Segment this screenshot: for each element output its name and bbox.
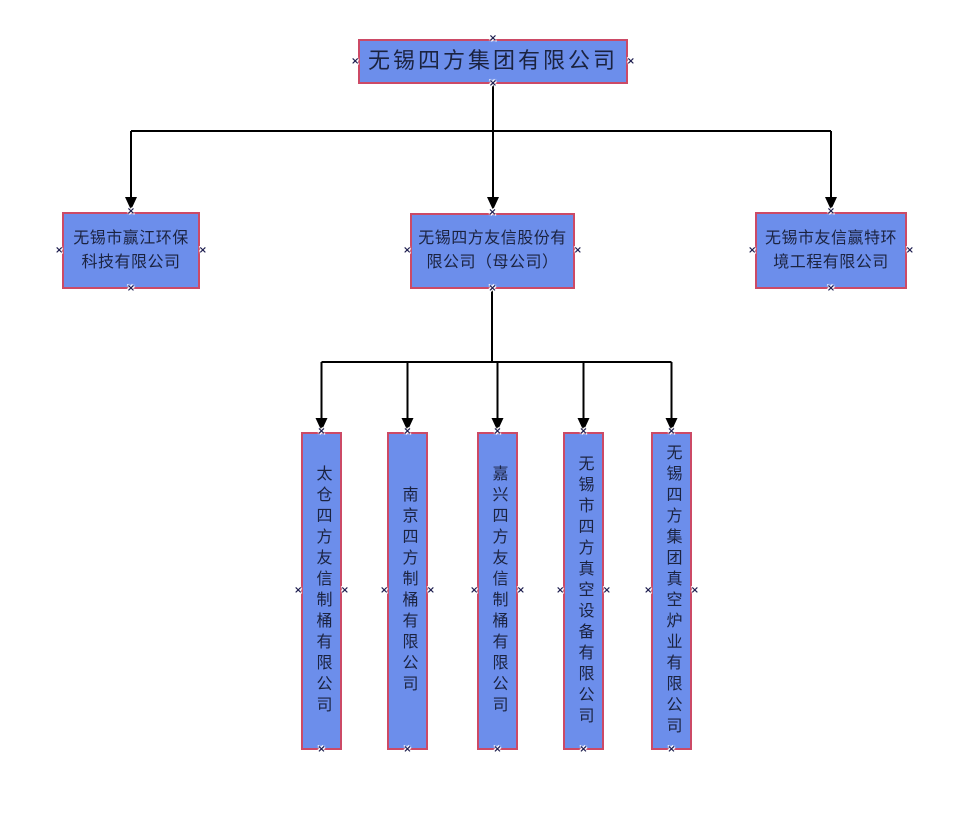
arrowhead-sub1 — [315, 418, 328, 431]
glue-handle-r-icon: × — [426, 585, 435, 596]
org-box-nanjing-drum-label: 南京四方制桶有限公司 — [399, 486, 417, 696]
glue-handle-r-icon: × — [690, 585, 699, 596]
glue-handle-l-icon: × — [556, 585, 565, 596]
glue-handle-r-icon: × — [516, 585, 525, 596]
glue-handle-b-icon: × — [826, 283, 836, 294]
glue-handle-t-icon: × — [667, 426, 676, 437]
glue-handle-t-icon: × — [826, 206, 836, 217]
connector-level2-lines — [320, 289, 673, 419]
glue-handle-l-icon: × — [55, 244, 64, 256]
org-box-yingjiang-environmental[interactable]: 无锡市赢江环保 科技有限公司 × × × × — [55, 207, 207, 294]
glue-handle-l-icon: × — [748, 244, 757, 256]
glue-handle-b-icon: × — [493, 744, 502, 755]
glue-handle-t-icon: × — [317, 426, 326, 437]
glue-handle-t-icon: × — [403, 426, 412, 437]
glue-handle-r-icon: × — [602, 585, 611, 596]
glue-handle-l-icon: × — [294, 585, 303, 596]
connector-level1-lines — [130, 84, 832, 198]
glue-handle-b-icon: × — [317, 744, 326, 755]
arrowhead-right — [825, 197, 837, 210]
arrowhead-center — [487, 197, 499, 210]
org-box-sifang-youxin-parent-company[interactable]: 无锡四方友信股份有 限公司（母公司） × × × × — [403, 208, 582, 294]
glue-handle-l-icon: × — [470, 585, 479, 596]
glue-handle-b-icon: × — [126, 283, 136, 294]
glue-handle-l-icon: × — [644, 585, 653, 596]
org-box-taicang-drum[interactable]: 太仓四方友信制桶有限公司 × × × × — [294, 427, 349, 755]
org-box-nanjing-drum[interactable]: 南京四方制桶有限公司 × × × × — [380, 427, 435, 755]
org-box-youxin-yingte-engineering-label: 无锡市友信赢特环 境工程有限公司 — [764, 229, 897, 271]
glue-handle-b-icon: × — [488, 283, 497, 294]
org-box-vacuum-furnace-label: 无锡四方集团真空炉业有限公司 — [663, 444, 681, 738]
glue-handle-b-icon: × — [403, 744, 412, 755]
arrowhead-left — [125, 197, 137, 210]
org-box-vacuum-furnace[interactable]: 无锡四方集团真空炉业有限公司 × × × × — [644, 427, 699, 755]
glue-handle-b-icon: × — [667, 744, 676, 755]
org-box-yingjiang-environmental-label: 无锡市赢江环保 科技有限公司 — [73, 229, 189, 271]
glue-handle-r-icon: × — [340, 585, 349, 596]
glue-handle-t-icon: × — [579, 426, 588, 437]
org-box-jiaxing-drum-label: 嘉兴四方友信制桶有限公司 — [489, 465, 507, 717]
glue-handle-l-icon: × — [351, 55, 360, 67]
org-box-vacuum-equipment-label: 无锡市四方真空设备有限公司 — [575, 454, 593, 728]
org-box-taicang-drum-label: 太仓四方友信制桶有限公司 — [313, 465, 331, 717]
org-box-youxin-yingte-engineering[interactable]: 无锡市友信赢特环 境工程有限公司 × × × × — [748, 207, 914, 294]
glue-handle-b-icon: × — [579, 744, 588, 755]
glue-handle-b-icon: × — [488, 78, 498, 89]
org-box-sifang-youxin-parent-company-label: 无锡四方友信股份有 限公司（母公司） — [418, 230, 567, 271]
org-box-group-parent-label: 无锡四方集团有限公司 — [367, 48, 618, 74]
glue-handle-l-icon: × — [380, 585, 389, 596]
arrowhead-sub4 — [577, 418, 590, 431]
arrowhead-sub5 — [665, 418, 678, 431]
glue-handle-r-icon: × — [905, 244, 914, 256]
glue-handle-t-icon: × — [488, 207, 497, 218]
org-box-group-parent[interactable]: 无锡四方集团有限公司 × × × × — [351, 34, 635, 89]
glue-handle-t-icon: × — [488, 33, 498, 44]
arrowhead-sub3 — [491, 418, 504, 431]
glue-handle-r-icon: × — [573, 245, 582, 256]
org-box-jiaxing-drum[interactable]: 嘉兴四方友信制桶有限公司 × × × × — [470, 427, 525, 755]
glue-handle-r-icon: × — [198, 244, 207, 256]
glue-handle-l-icon: × — [403, 245, 412, 256]
glue-handle-t-icon: × — [126, 206, 136, 217]
arrowhead-sub2 — [401, 418, 414, 431]
org-box-vacuum-equipment[interactable]: 无锡市四方真空设备有限公司 × × × × — [556, 427, 611, 755]
glue-handle-r-icon: × — [626, 55, 635, 67]
glue-handle-t-icon: × — [493, 426, 502, 437]
